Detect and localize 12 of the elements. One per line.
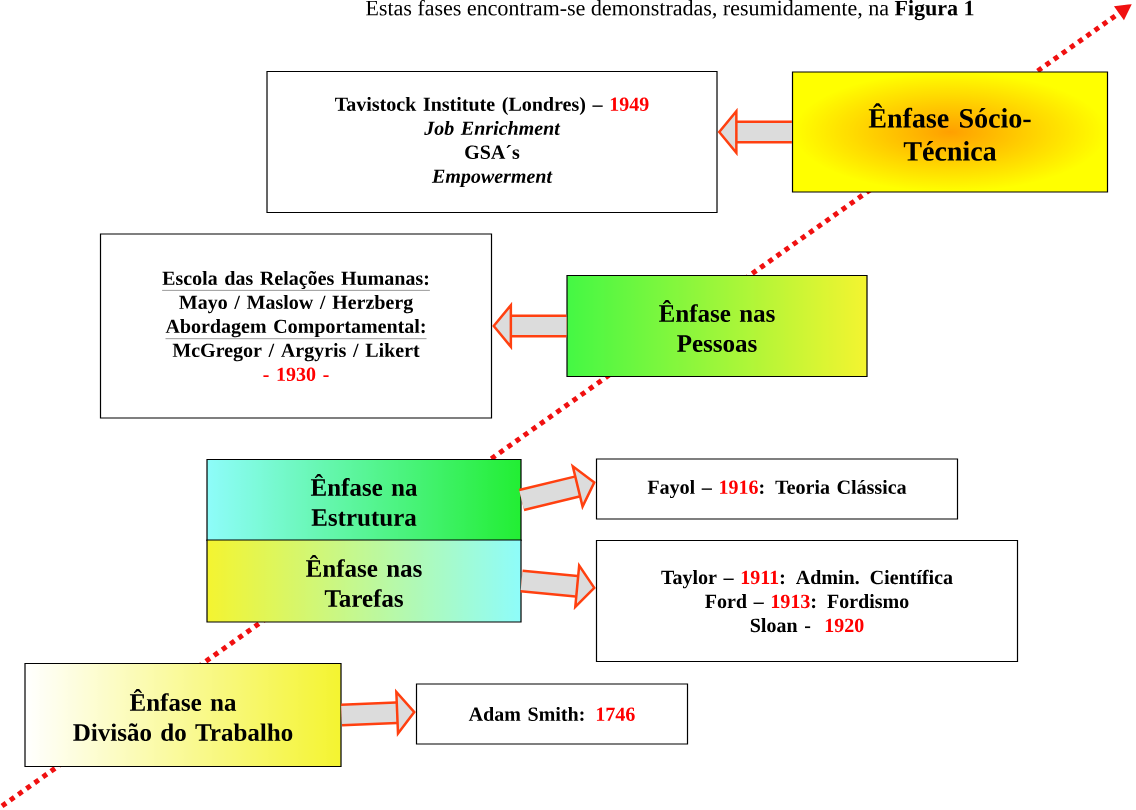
detail-box: Tavistock Institute (Londres) – 1949 Job Enrichment GSA´s Empowerment <box>266 70 718 214</box>
phase-box: Ênfase nas Tarefas <box>206 539 522 623</box>
detail-box: Adam Smith: 1746 <box>415 683 689 745</box>
caption-text: Estas fases encontram-se demonstradas, resumidamente, na Figura 1 <box>366 0 974 21</box>
phase-box: Ênfase na Divisão do Trabalho <box>24 662 342 768</box>
phase-box: Ênfase Sócio-Técnica <box>791 71 1109 193</box>
phase-box: Ênfase nas Pessoas <box>566 274 868 378</box>
block-arrow <box>518 463 596 512</box>
phase-box: Ênfase na Estrutura <box>206 458 522 542</box>
detail-box: Escola das Relações Humanas: Mayo / Maslow / Herzberg Abordagem Comportamental: McGregor / Argyris / Likert - 1930 - <box>99 233 493 419</box>
detail-box: Taylor – 1911: Admin. Científica Ford – 1913: Fordismo Sloan - 1920 <box>595 539 1019 663</box>
detail-box: Fayol – 1916: Teoria Clássica <box>595 458 959 520</box>
